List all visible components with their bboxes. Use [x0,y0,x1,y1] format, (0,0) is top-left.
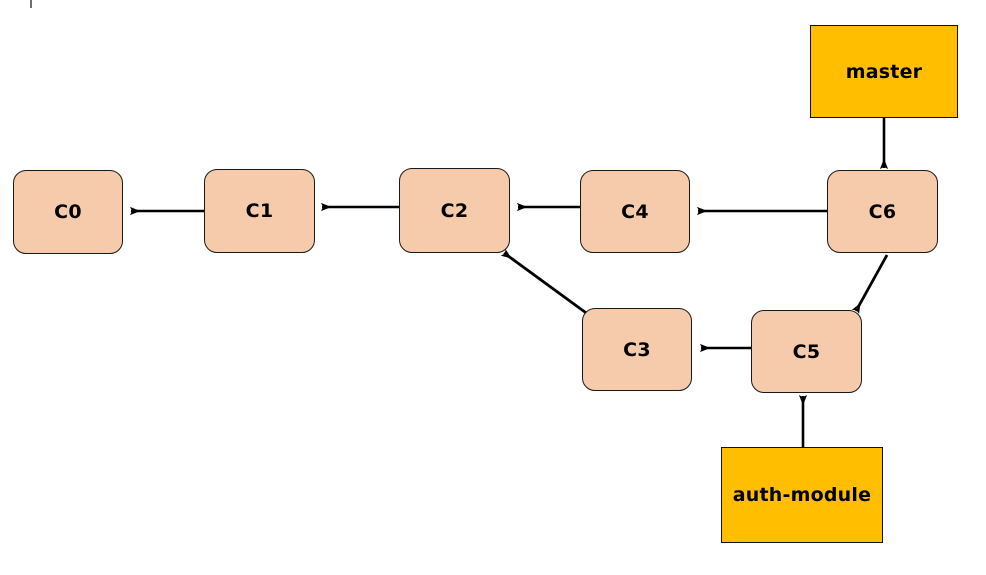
commit-node-c2[interactable]: C2 [399,168,510,253]
commit-label-c3: C3 [623,338,651,361]
commit-node-c1[interactable]: C1 [204,169,315,253]
commit-node-c3[interactable]: C3 [582,308,692,391]
commit-label-c0: C0 [54,201,82,223]
branch-label-master[interactable]: master [810,25,958,118]
stray-mark [30,0,32,8]
commit-label-c6: C6 [868,200,897,223]
commit-label-c1: C1 [245,200,274,222]
commit-node-c0[interactable]: C0 [13,170,123,254]
commit-node-c6[interactable]: C6 [827,170,938,253]
edge-c6-to-c5 [851,254,889,314]
commit-label-c4: C4 [621,200,649,223]
commit-node-c5[interactable]: C5 [751,310,862,393]
commit-label-c5: C5 [792,340,821,363]
edge-c3-to-c2 [500,249,590,317]
branch-label-master-text: master [845,60,923,83]
commit-node-c4[interactable]: C4 [580,170,690,253]
commit-label-c2: C2 [440,199,469,222]
branch-label-auth-module[interactable]: auth-module [721,447,883,543]
branch-label-auth-module-text: auth-module [732,484,872,506]
